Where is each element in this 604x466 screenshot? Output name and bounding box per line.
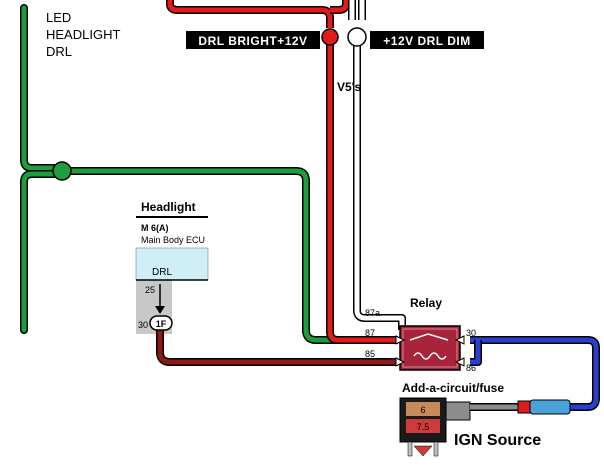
ecu-code: M 6(A)	[141, 223, 169, 233]
red-bright-wire	[166, 0, 398, 344]
red-splice	[321, 28, 339, 46]
ecu-headlight-label: Headlight	[141, 200, 196, 214]
ecu-block: Headlight M 6(A) Main Body ECU DRL 25 30	[135, 200, 209, 334]
led-label: LED	[46, 10, 71, 25]
blue-butt-connector	[529, 399, 571, 415]
pin-1f: 1F	[156, 319, 167, 329]
relay-85: 85	[365, 349, 375, 359]
relay-87: 87	[365, 328, 375, 338]
drl-bright-label: DRL BRIGHT+12V	[198, 34, 307, 48]
pin-25: 25	[145, 285, 155, 295]
add-a-circuit-label: Add-a-circuit/fuse	[402, 381, 504, 395]
drl-dim-tag: +12V DRL DIM	[370, 31, 484, 49]
v5s-label: V5's	[337, 80, 362, 94]
blue-ign-wire	[470, 336, 600, 411]
relay-30: 30	[466, 328, 476, 338]
fuse-bottom-value: 7.5	[417, 422, 430, 432]
relay-label: Relay	[410, 296, 442, 310]
fuse-top-value: 6	[420, 405, 425, 415]
drl-dim-label: +12V DRL DIM	[383, 34, 470, 48]
drl-label: DRL	[46, 44, 72, 59]
red-butt-connector	[517, 400, 531, 414]
fuse-tap: 6 7.5	[399, 397, 471, 457]
drl-bright-tag: DRL BRIGHT+12V	[186, 31, 320, 49]
relay-86: 86	[466, 363, 476, 373]
ecu-name: Main Body ECU	[141, 235, 205, 245]
pin-30: 30	[138, 320, 148, 330]
green-splice	[52, 161, 72, 181]
pin-1f-connector: 1F	[149, 315, 173, 331]
white-dim-wire	[348, 0, 406, 330]
white-splice	[347, 27, 367, 47]
ecu-drl-box: DRL	[152, 267, 172, 278]
green-drl-wire	[20, 4, 349, 344]
relay: Relay 87a 87 85 30 86	[365, 296, 476, 373]
ign-source-label: IGN Source	[454, 432, 541, 449]
headlight-label: HEADLIGHT	[46, 27, 120, 42]
relay-87a: 87a	[365, 308, 380, 318]
dark-red-wire	[156, 330, 398, 366]
